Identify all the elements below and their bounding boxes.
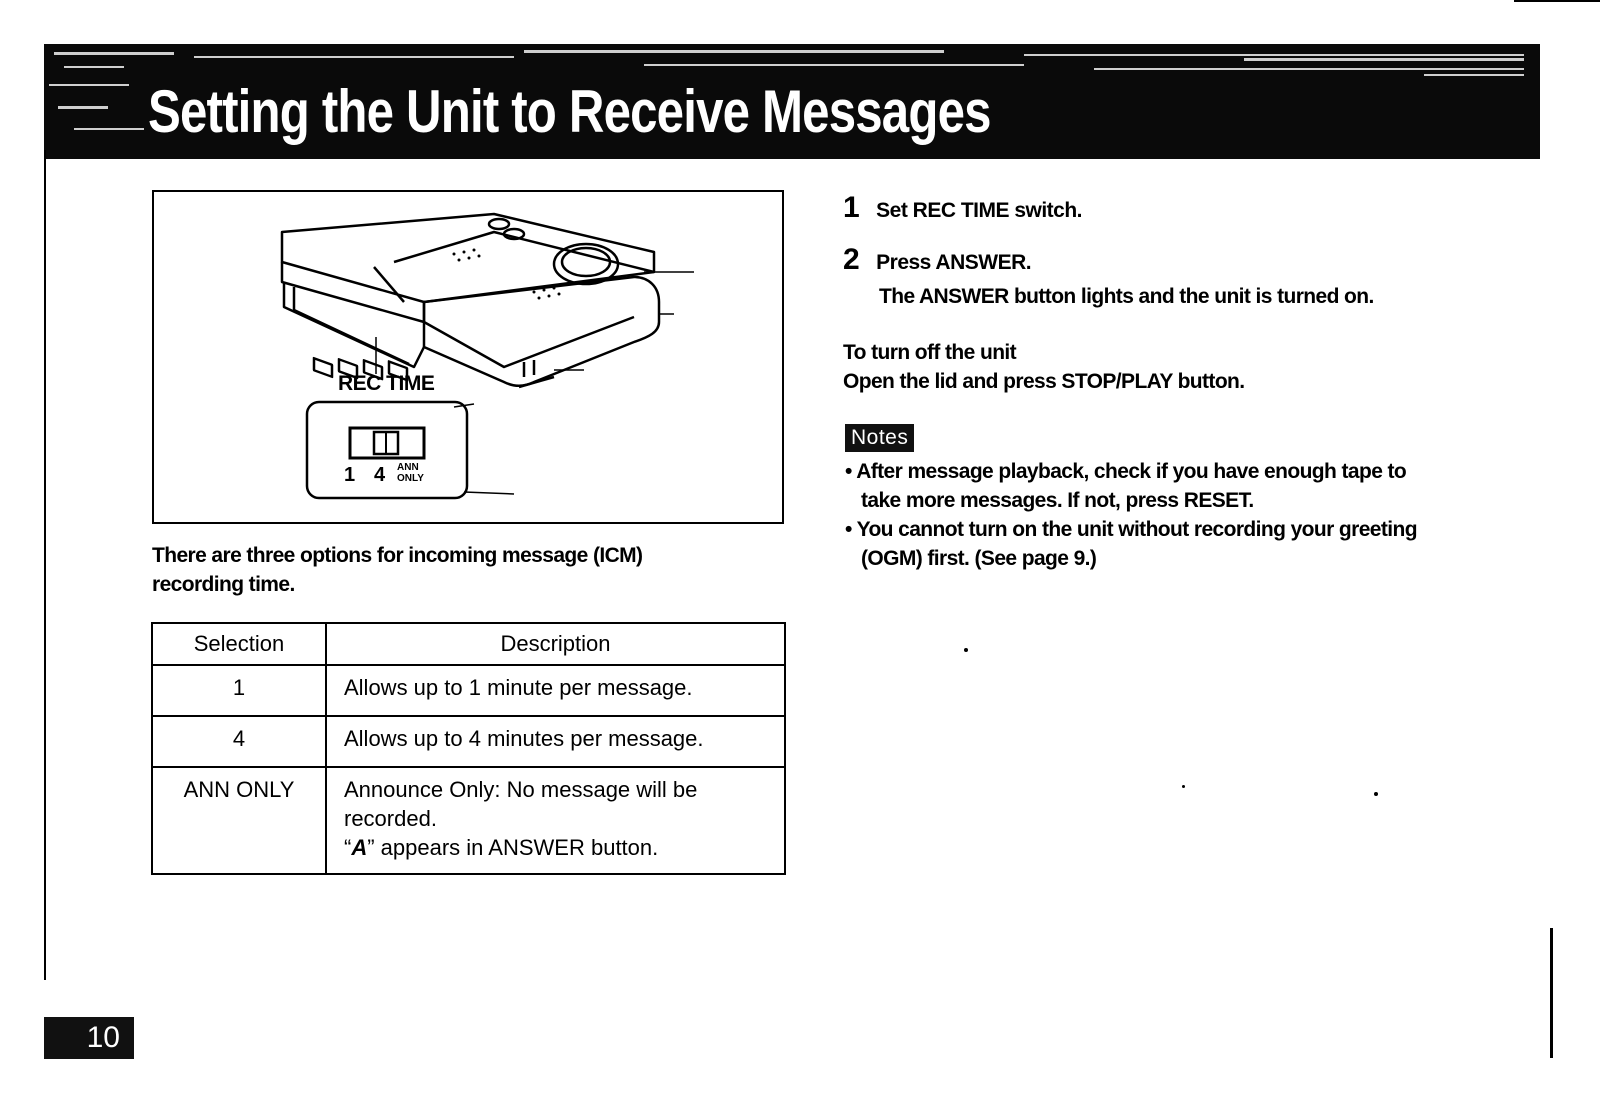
page-number: 10 bbox=[44, 1017, 134, 1059]
step-2-text: Press ANSWER. bbox=[876, 251, 1032, 274]
desc-line-2: recorded. bbox=[344, 806, 437, 831]
step-1-text: Set REC TIME switch. bbox=[876, 199, 1083, 222]
cell-description: Announce Only: No message will be record… bbox=[325, 766, 786, 875]
table-row: ANN ONLY Announce Only: No message will … bbox=[151, 766, 786, 875]
cell-selection: 1 bbox=[151, 664, 327, 717]
desc-line-3: “A” appears in ANSWER button. bbox=[344, 833, 784, 862]
device-illustration: REC TIME 1 4 ANN ONLY bbox=[152, 190, 784, 524]
corner-rule bbox=[1514, 0, 1600, 2]
table-header-row: Selection Description bbox=[151, 622, 786, 666]
table-row: 1 Allows up to 1 minute per message. bbox=[151, 664, 786, 717]
cell-selection: 4 bbox=[151, 715, 327, 768]
table-row: 4 Allows up to 4 minutes per message. bbox=[151, 715, 786, 768]
switch-pos-ann: ANN ONLY bbox=[397, 462, 424, 484]
desc-line-3-rest: ” appears in ANSWER button. bbox=[367, 835, 659, 860]
step-2-number: 2 bbox=[843, 243, 860, 276]
switch-pos-4: 4 bbox=[374, 464, 386, 486]
switch-pos-ann-text: ANN bbox=[397, 462, 419, 473]
desc-line-1: Announce Only: No message will be bbox=[344, 777, 698, 802]
switch-pos-only-text: ONLY bbox=[397, 473, 424, 484]
header-description: Description bbox=[325, 622, 786, 666]
answering-machine-drawing bbox=[280, 212, 694, 500]
notes-list: • After message playback, check if you h… bbox=[845, 457, 1505, 573]
left-margin-rule bbox=[44, 150, 46, 980]
note-2-line-2: (OGM) first. (See page 9.) bbox=[861, 547, 1097, 570]
note-1-line-2: take more messages. If not, press RESET. bbox=[861, 489, 1254, 512]
note-2-line-1: • You cannot turn on the unit without re… bbox=[845, 518, 1418, 541]
intro-paragraph: There are three options for incoming mes… bbox=[152, 541, 782, 599]
header-selection: Selection bbox=[151, 622, 327, 666]
switch-pos-1: 1 bbox=[344, 464, 356, 486]
header-band: Setting the Unit to Receive Messages bbox=[44, 44, 1540, 159]
notes-badge: Notes bbox=[845, 424, 915, 452]
rec-time-table: Selection Description 1 Allows up to 1 m… bbox=[151, 622, 786, 875]
open-quote: “ bbox=[344, 835, 352, 860]
step-1-number: 1 bbox=[843, 191, 860, 224]
rec-time-label: REC TIME bbox=[338, 372, 435, 395]
speck bbox=[1182, 785, 1185, 788]
intro-line-2: recording time. bbox=[152, 573, 295, 596]
turn-off-text: Open the lid and press STOP/PLAY button. bbox=[843, 370, 1245, 393]
speck bbox=[964, 648, 968, 652]
step-1: 1 Set REC TIME switch. bbox=[843, 191, 1083, 225]
page-title: Setting the Unit to Receive Messages bbox=[148, 78, 991, 145]
a-display-symbol: A bbox=[351, 835, 368, 860]
right-margin-rule bbox=[1550, 928, 1553, 1058]
cell-description: Allows up to 1 minute per message. bbox=[325, 664, 786, 717]
note-1-line-1: • After message playback, check if you h… bbox=[845, 460, 1407, 483]
step-2-detail: The ANSWER button lights and the unit is… bbox=[879, 285, 1374, 308]
cell-description: Allows up to 4 minutes per message. bbox=[325, 715, 786, 768]
speck bbox=[1374, 792, 1378, 796]
step-2: 2 Press ANSWER. bbox=[843, 243, 1032, 277]
turn-off-heading: To turn off the unit bbox=[843, 341, 1017, 364]
intro-line-1: There are three options for incoming mes… bbox=[152, 544, 643, 567]
cell-selection: ANN ONLY bbox=[151, 766, 327, 875]
